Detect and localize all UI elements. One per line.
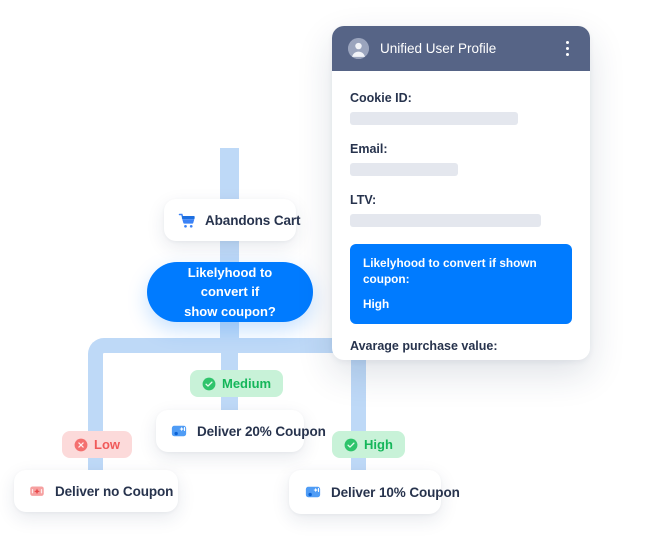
profile-field-cookie-id: Cookie ID: [350,91,572,125]
profile-field-email: Email: [350,142,572,176]
no-coupon-icon [28,482,46,500]
x-circle-icon [74,438,88,452]
connector-split-right [231,338,344,353]
highlight-title: Likelyhood to convert if shown coupon: [363,256,537,286]
kebab-menu-icon[interactable] [560,40,574,58]
shopping-cart-icon [178,211,196,229]
flow-node-label: Deliver 20% Coupon [197,423,326,439]
flow-node-abandons-cart[interactable]: Abandons Cart [164,199,301,241]
decision-line-1: Likelyhood to convert if [187,264,273,300]
profile-field-ltv: LTV: [350,193,572,227]
flow-node-deliver-20-coupon[interactable]: Deliver 20% Coupon [156,410,326,452]
highlight-value: High [363,296,390,311]
unified-user-profile-card: Unified User Profile Cookie ID: Email: L… [332,26,590,360]
connector-split-left [110,338,228,353]
flow-node-deliver-no-coupon[interactable]: Deliver no Coupon [14,470,178,512]
connector-right-drop [351,360,366,482]
flow-node-label: Deliver no Coupon [55,483,174,499]
field-value-bar[interactable] [350,214,541,227]
profile-field-average-purchase-value: Avarage purchase value: [350,339,572,360]
field-label: LTV: [350,193,377,207]
badge-low: Low [62,431,132,458]
profile-card-body: Cookie ID: Email: LTV: Likelyhood to con… [332,71,590,360]
flow-node-label: Deliver 10% Coupon [331,484,460,500]
badge-label: High [364,437,393,452]
badge-medium: Medium [190,370,284,397]
flow-node-deliver-10-coupon[interactable]: Deliver 10% Coupon [289,470,460,514]
flow-node-label: Abandons Cart [205,212,301,228]
profile-card-title: Unified User Profile [380,41,497,56]
decision-text: Likelyhood to convert if show coupon? [163,263,297,322]
connector-trigger-to-decision [220,240,239,266]
profile-card-header: Unified User Profile [332,26,590,71]
coupon-icon [170,422,188,440]
check-circle-icon [344,438,358,452]
user-avatar-icon [348,38,369,59]
profile-highlight-likelyhood: Likelyhood to convert if shown coupon: H… [350,244,572,324]
decision-line-2: show coupon? [184,303,276,319]
connector-top-trunk [220,148,239,208]
coupon-icon [304,483,322,501]
flow-decision-likelyhood[interactable]: Likelyhood to convert if show coupon? [147,262,313,322]
field-label: Cookie ID: [350,91,412,105]
field-label: Avarage purchase value: [350,338,498,353]
field-label: Email: [350,142,388,156]
field-value-bar[interactable] [350,163,458,176]
field-value-bar[interactable] [350,112,518,125]
check-circle-icon [202,377,216,391]
badge-high: High [332,431,405,458]
badge-label: Medium [222,376,272,391]
badge-label: Low [94,437,120,452]
